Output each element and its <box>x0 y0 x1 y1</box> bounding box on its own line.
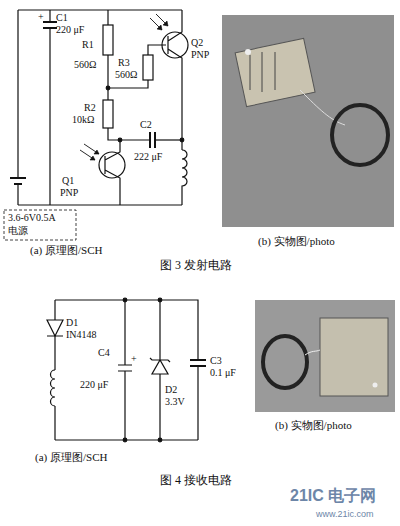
wire <box>108 45 166 88</box>
diode-symbol <box>47 320 63 336</box>
photo-receiver <box>255 300 395 412</box>
wire <box>49 10 50 205</box>
capacitor-symbol <box>118 300 132 440</box>
junction-dot <box>123 298 127 302</box>
junction-dot <box>123 438 127 442</box>
part-value: 560Ω <box>74 60 96 71</box>
capacitor-symbol <box>43 22 57 28</box>
junction-dot <box>180 138 184 142</box>
figure-caption: 图 4 接收电路 <box>160 474 232 487</box>
transmitter-circuit <box>4 10 188 240</box>
photo-transmitter <box>222 15 394 227</box>
part-value: IN4148 <box>66 330 97 341</box>
supply-rating: 3.6-6V0.5A <box>8 213 56 224</box>
photo-receiver <box>320 318 388 396</box>
wire <box>17 184 18 191</box>
battery-symbol <box>10 178 26 184</box>
capacitor-symbol <box>150 132 155 148</box>
wire <box>55 300 198 440</box>
part-name: C3 <box>210 356 222 367</box>
part-type: PNP <box>60 188 78 199</box>
part-value: 222 μF <box>134 152 162 163</box>
zener-symbol <box>150 300 170 440</box>
part-name: R1 <box>82 40 94 51</box>
photo-transmitter <box>222 15 394 227</box>
resistor-symbol <box>143 55 153 80</box>
watermark: www.21ic.com <box>316 510 374 519</box>
light-arrow <box>157 21 168 30</box>
resistor-symbol <box>103 25 113 55</box>
part-value: 560Ω <box>115 70 137 81</box>
photo-transmitter <box>300 90 345 125</box>
part-name: Q2 <box>191 38 203 49</box>
part-name: C1 <box>56 13 68 24</box>
junction-dot <box>158 298 162 302</box>
transistor-symbol <box>168 10 182 150</box>
supply-box <box>4 210 76 240</box>
subfigure-caption: (a) 原理图/SCH <box>35 452 107 464</box>
receiver-circuit <box>47 298 206 442</box>
light-arrow <box>80 144 99 160</box>
photo-transmitter <box>332 105 388 165</box>
photo-receiver <box>373 383 378 388</box>
part-name: C2 <box>140 120 152 131</box>
part-name: R3 <box>118 58 130 69</box>
photo-transmitter <box>250 52 275 92</box>
part-value: 220 μF <box>80 380 108 391</box>
photo-receiver <box>305 350 320 355</box>
figure-caption: 图 3 发射电路 <box>160 259 232 272</box>
photo-transmitter <box>245 49 251 55</box>
transistor-symbol <box>105 140 120 205</box>
subfigure-caption: (a) 原理图/SCH <box>30 245 102 257</box>
part-name: Q1 <box>62 176 74 187</box>
photo-receiver <box>263 336 307 388</box>
watermark: 21IC 电子网 <box>290 488 376 505</box>
coil-symbol <box>182 150 187 205</box>
light-arrow <box>90 150 99 160</box>
supply-name: 电源 <box>8 226 28 237</box>
coil-symbol <box>51 370 56 406</box>
subfigure-caption: (b) 实物图/photo <box>275 420 352 432</box>
part-value: 0.1 μF <box>210 368 236 379</box>
capacitor-symbol <box>190 360 206 366</box>
photo-receiver <box>255 300 395 412</box>
polarity-mark: + <box>38 12 44 23</box>
polarity-mark: + <box>131 354 137 365</box>
photo-transmitter <box>235 38 315 106</box>
junction-dot <box>158 438 162 442</box>
wire <box>155 139 182 140</box>
part-name: D2 <box>165 385 177 396</box>
light-arrow <box>150 14 168 30</box>
part-type: PNP <box>191 50 209 61</box>
part-name: C4 <box>98 348 110 359</box>
part-value: 220 μF <box>56 25 84 36</box>
resistor-symbol <box>103 100 113 128</box>
subfigure-caption: (b) 实物图/photo <box>258 236 335 248</box>
part-name: R2 <box>84 103 96 114</box>
part-name: D1 <box>66 318 78 329</box>
part-value: 3.3V <box>165 397 185 408</box>
wire <box>18 10 182 205</box>
part-value: 10kΩ <box>72 115 94 126</box>
